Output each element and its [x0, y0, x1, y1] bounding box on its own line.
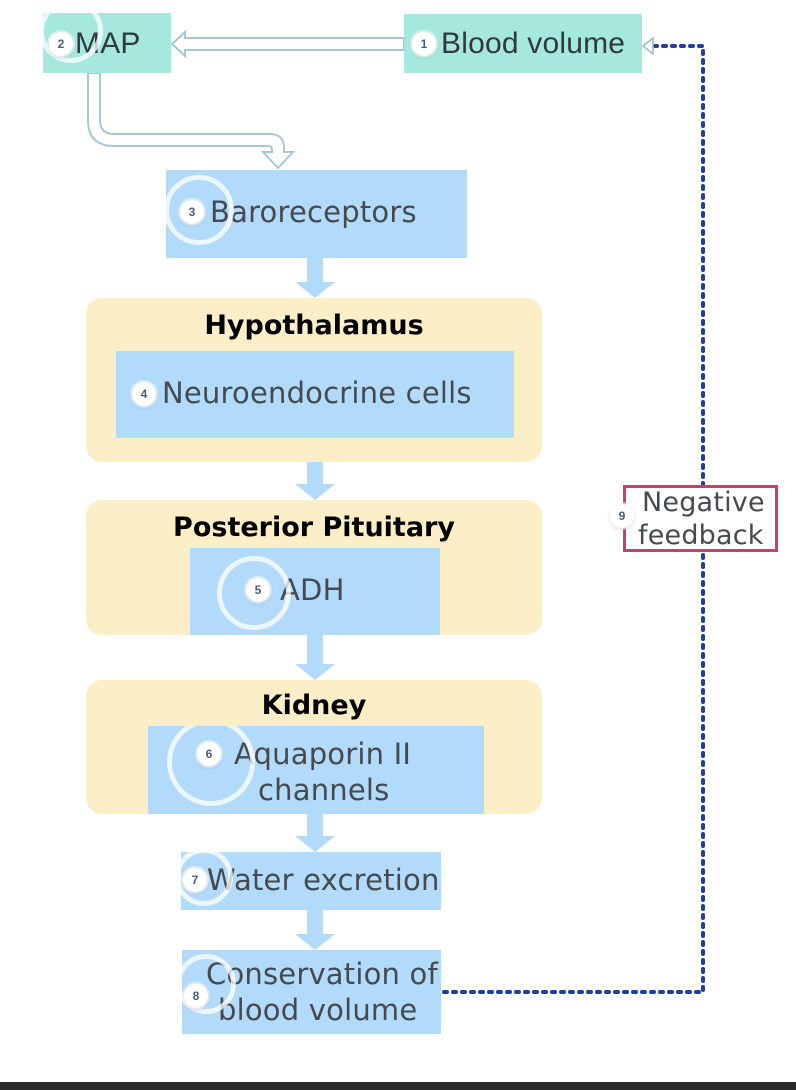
step-badge: 6: [197, 742, 221, 766]
step-badge: 1: [412, 32, 436, 56]
node-neuroendocrine-cells: 4 Neuroendocrine cells: [116, 351, 514, 438]
group-heading: Posterior Pituitary: [173, 512, 455, 543]
node-blood-volume: 1 Blood volume: [404, 14, 642, 73]
arrow-kidney-to-water-excretion: [295, 814, 335, 852]
node-negative-feedback: 9 Negative feedback: [610, 485, 778, 552]
node-label-line2: feedback: [638, 520, 764, 551]
node-label-line2: channels: [258, 773, 390, 807]
step-badge: 5: [246, 578, 270, 602]
arrow-pituitary-to-kidney: [295, 635, 335, 680]
node-label: Baroreceptors: [210, 195, 417, 229]
node-conservation-blood-volume: 8 Conservation of blood volume: [182, 950, 441, 1034]
node-label-line1: Negative: [642, 487, 765, 518]
arrow-map-to-baroreceptors: [87, 72, 296, 170]
node-label-line1: Conservation of: [206, 957, 438, 991]
node-label: Neuroendocrine cells: [162, 376, 472, 410]
group-heading: Hypothalamus: [204, 310, 424, 341]
solid-down-arrows: [295, 258, 335, 950]
node-map: 2 MAP: [43, 13, 171, 73]
arrow-water-excretion-to-conservation: [295, 910, 335, 950]
step-badge: 9: [610, 504, 634, 528]
node-adh: 5 ADH: [190, 548, 440, 635]
highlight-ring: [217, 556, 291, 630]
step-badge: 4: [132, 382, 156, 406]
step-badge: 8: [184, 984, 208, 1008]
node-baroreceptors: 3 Baroreceptors: [166, 170, 467, 258]
step-badge: 3: [180, 200, 204, 224]
node-aquaporin-channels: 6 Aquaporin II channels: [148, 726, 484, 814]
arrow-baroreceptors-to-hypothalamus: [295, 258, 335, 298]
feedback-arrowhead: [641, 36, 654, 56]
node-label: Blood volume: [441, 27, 626, 60]
node-label-line2: blood volume: [218, 993, 418, 1027]
step-badge: 7: [183, 868, 207, 892]
highlight-ring: [167, 726, 255, 806]
node-water-excretion: 7 Water excretion: [181, 852, 441, 910]
arrow-hypothalamus-to-pituitary: [295, 438, 335, 500]
node-label: Water excretion: [207, 863, 440, 897]
highlight-ring: [182, 954, 236, 1014]
arrow-blood-volume-to-map: [170, 29, 405, 59]
group-heading: Kidney: [261, 690, 367, 721]
node-label-line1: Aquaporin II: [234, 737, 412, 771]
bottom-edge-strip: [0, 1082, 796, 1090]
step-badge: 2: [49, 32, 73, 56]
highlight-ring: [43, 13, 103, 63]
highlight-ring: [166, 175, 234, 245]
highlight-ring: [181, 852, 233, 906]
